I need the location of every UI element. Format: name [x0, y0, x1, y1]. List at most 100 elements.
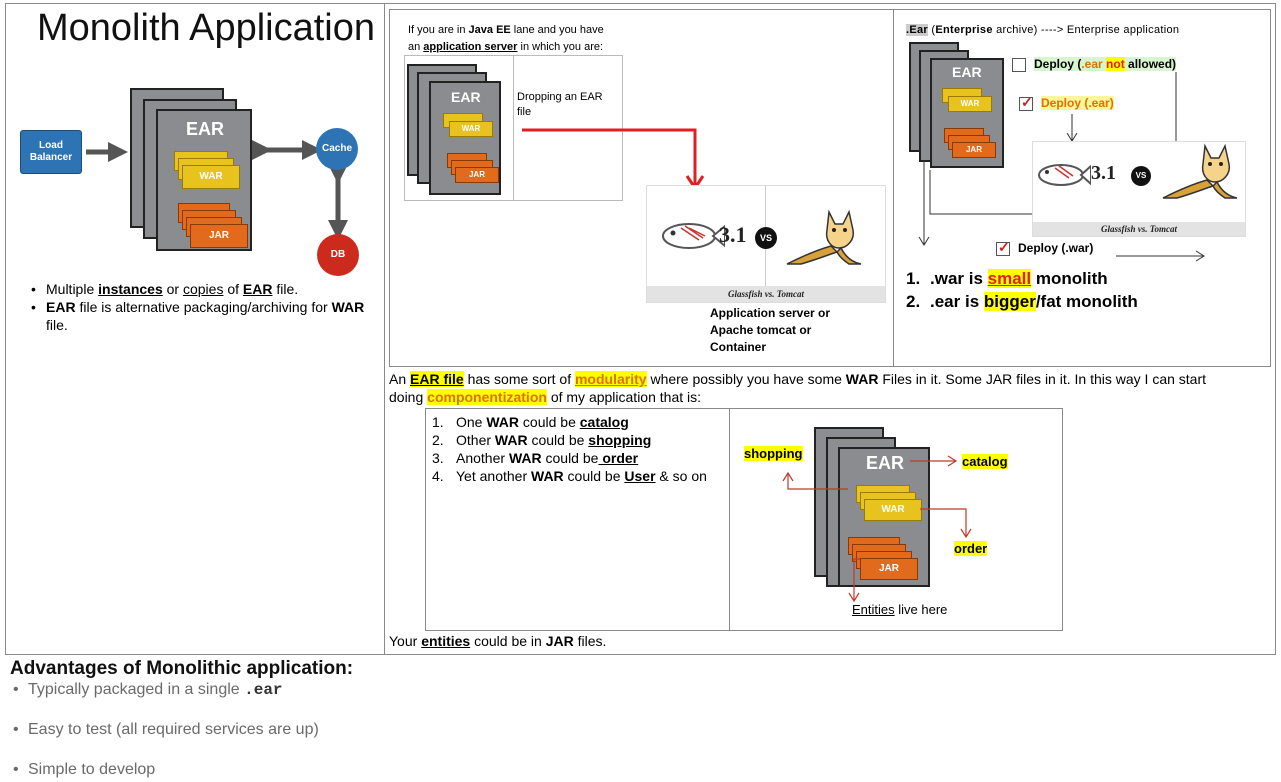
- text: componentization: [427, 389, 547, 405]
- text: 2.: [432, 432, 444, 448]
- text: Simple to develop: [28, 761, 156, 778]
- entities-line: Your entities could be in JAR files.: [389, 633, 606, 649]
- text: Entities: [852, 602, 895, 617]
- text: (: [928, 24, 936, 36]
- text: .war is: [930, 269, 988, 288]
- jar-box: JAR: [860, 558, 918, 580]
- text: monolith: [1031, 269, 1108, 288]
- advantage-item-1: Typically packaged in a single .ear: [10, 680, 710, 700]
- advantage-item-3: Simple to develop: [10, 760, 710, 780]
- advantage-item-2: Easy to test (all required services are …: [10, 720, 710, 740]
- version-label: 3.1: [719, 222, 747, 247]
- text: EAR: [242, 281, 273, 297]
- text: file.: [272, 281, 299, 297]
- text: of my application that is:: [546, 389, 702, 405]
- text: could be: [519, 414, 580, 430]
- war-list-item-1: 1. One WAR could be catalog: [426, 413, 707, 431]
- text: 1.: [432, 414, 444, 430]
- db-circle: DB: [317, 234, 359, 276]
- cache-label: Cache: [321, 143, 352, 154]
- text: 2.: [906, 292, 921, 311]
- left-bullet-1: Multiple instances or copies of EAR file…: [28, 280, 378, 298]
- deploy-ear: Deploy (.ear): [1019, 94, 1114, 111]
- text: 3.: [432, 450, 444, 466]
- war-list-item-3: 3.Another WAR could be order: [426, 449, 707, 467]
- load-balancer-box: Load Balancer: [20, 130, 82, 174]
- jar-box: JAR: [952, 142, 996, 158]
- jar-label: JAR: [878, 563, 899, 574]
- text: Files in it. Some JAR files in it. In th…: [878, 371, 1207, 387]
- left-arrows: [86, 140, 348, 240]
- text: could be in: [470, 633, 546, 649]
- image-caption-bar: Glassfish vs. Tomcat: [647, 286, 885, 302]
- module-diagram: EAR WAR JAR shopping catalog order: [730, 409, 1062, 630]
- text: order: [598, 450, 639, 466]
- deploy-ear-checkbox[interactable]: [1019, 94, 1033, 111]
- right-header: .Ear (Enterprise archive) ----> Enterpri…: [906, 24, 1179, 36]
- left-bullet-2: EAR file is alternative packaging/archiv…: [28, 298, 378, 334]
- war-label: WAR: [461, 124, 481, 133]
- war-box: WAR: [864, 499, 922, 521]
- vs-badge: VS: [755, 227, 777, 249]
- module-entities-caption: Entities live here: [852, 602, 947, 617]
- text: or: [162, 281, 183, 297]
- ear-label: EAR: [952, 64, 982, 80]
- text: WAR: [486, 414, 520, 430]
- text: One: [456, 414, 487, 430]
- glassfish-tomcat-image-small: 3.1 VS Glassfish vs. Tomcat: [1032, 141, 1246, 237]
- module-order-label: order: [954, 541, 988, 556]
- glassfish-fish-icon: [662, 223, 725, 249]
- deploy-war: Deploy (.war): [996, 239, 1093, 256]
- text: instances: [98, 281, 163, 297]
- text: WAR: [331, 299, 365, 315]
- text: 1.: [906, 269, 921, 288]
- right-outer-panel: [384, 3, 1276, 655]
- text: could be: [541, 450, 599, 466]
- text: Multiple: [46, 281, 99, 297]
- server-text-line1: Application server or: [710, 306, 831, 320]
- text: Easy to test (all required services are …: [28, 721, 319, 738]
- text: .Ear: [906, 24, 928, 36]
- text: catalog: [579, 414, 629, 430]
- glassfish-fish-icon: [1038, 164, 1091, 186]
- text: live here: [894, 602, 948, 617]
- text: in which you are:: [517, 41, 604, 53]
- ear-label: EAR: [866, 453, 905, 473]
- text: An: [389, 371, 411, 387]
- war-label: WAR: [881, 504, 905, 515]
- war-box: WAR: [449, 121, 493, 137]
- advantages-list: Typically packaged in a single .ear Easy…: [10, 680, 710, 780]
- jar-label: JAR: [965, 145, 982, 154]
- deploy-ear-not-allowed-checkbox[interactable]: [1012, 57, 1026, 72]
- text: JAR: [545, 633, 574, 649]
- image-caption-bar: Glassfish vs. Tomcat: [1033, 222, 1245, 236]
- text: 4.: [432, 468, 444, 484]
- left-panel: Monolith Application Load Balancer EAR W…: [5, 3, 385, 655]
- ear-drop-divider: [513, 56, 514, 200]
- vs-label: VS: [1135, 171, 1147, 180]
- text: & so on: [655, 468, 707, 484]
- deploy-war-checkbox[interactable]: [996, 239, 1010, 256]
- text: could be: [563, 468, 625, 484]
- jar-box: JAR: [190, 224, 248, 248]
- war-list: 1. One WAR could be catalog 2. Other WAR c…: [426, 413, 707, 485]
- text: doing: [389, 389, 428, 405]
- cache-circle: Cache: [316, 128, 358, 170]
- text: Deploy (.ear): [1041, 96, 1114, 110]
- image-caption: Glassfish vs. Tomcat: [728, 289, 804, 299]
- text: could be: [527, 432, 589, 448]
- ear-label: EAR: [451, 89, 481, 105]
- text: Other: [456, 432, 495, 448]
- text: .ear: [244, 681, 283, 699]
- glassfish-tomcat-image: 3.1 VS Glassfish vs. Tomcat: [646, 185, 886, 303]
- text: copies: [182, 281, 224, 297]
- text: .ear is: [930, 292, 984, 311]
- right-list-item-1: 1..war is small monolith: [900, 267, 1138, 290]
- text: lane and you have: [510, 24, 604, 36]
- vs-label: VS: [759, 233, 772, 243]
- text: application server: [423, 41, 518, 53]
- war-list-divider: [729, 409, 730, 630]
- text: User: [624, 468, 656, 484]
- tomcat-icon: [1162, 143, 1238, 199]
- war-box: WAR: [182, 165, 240, 189]
